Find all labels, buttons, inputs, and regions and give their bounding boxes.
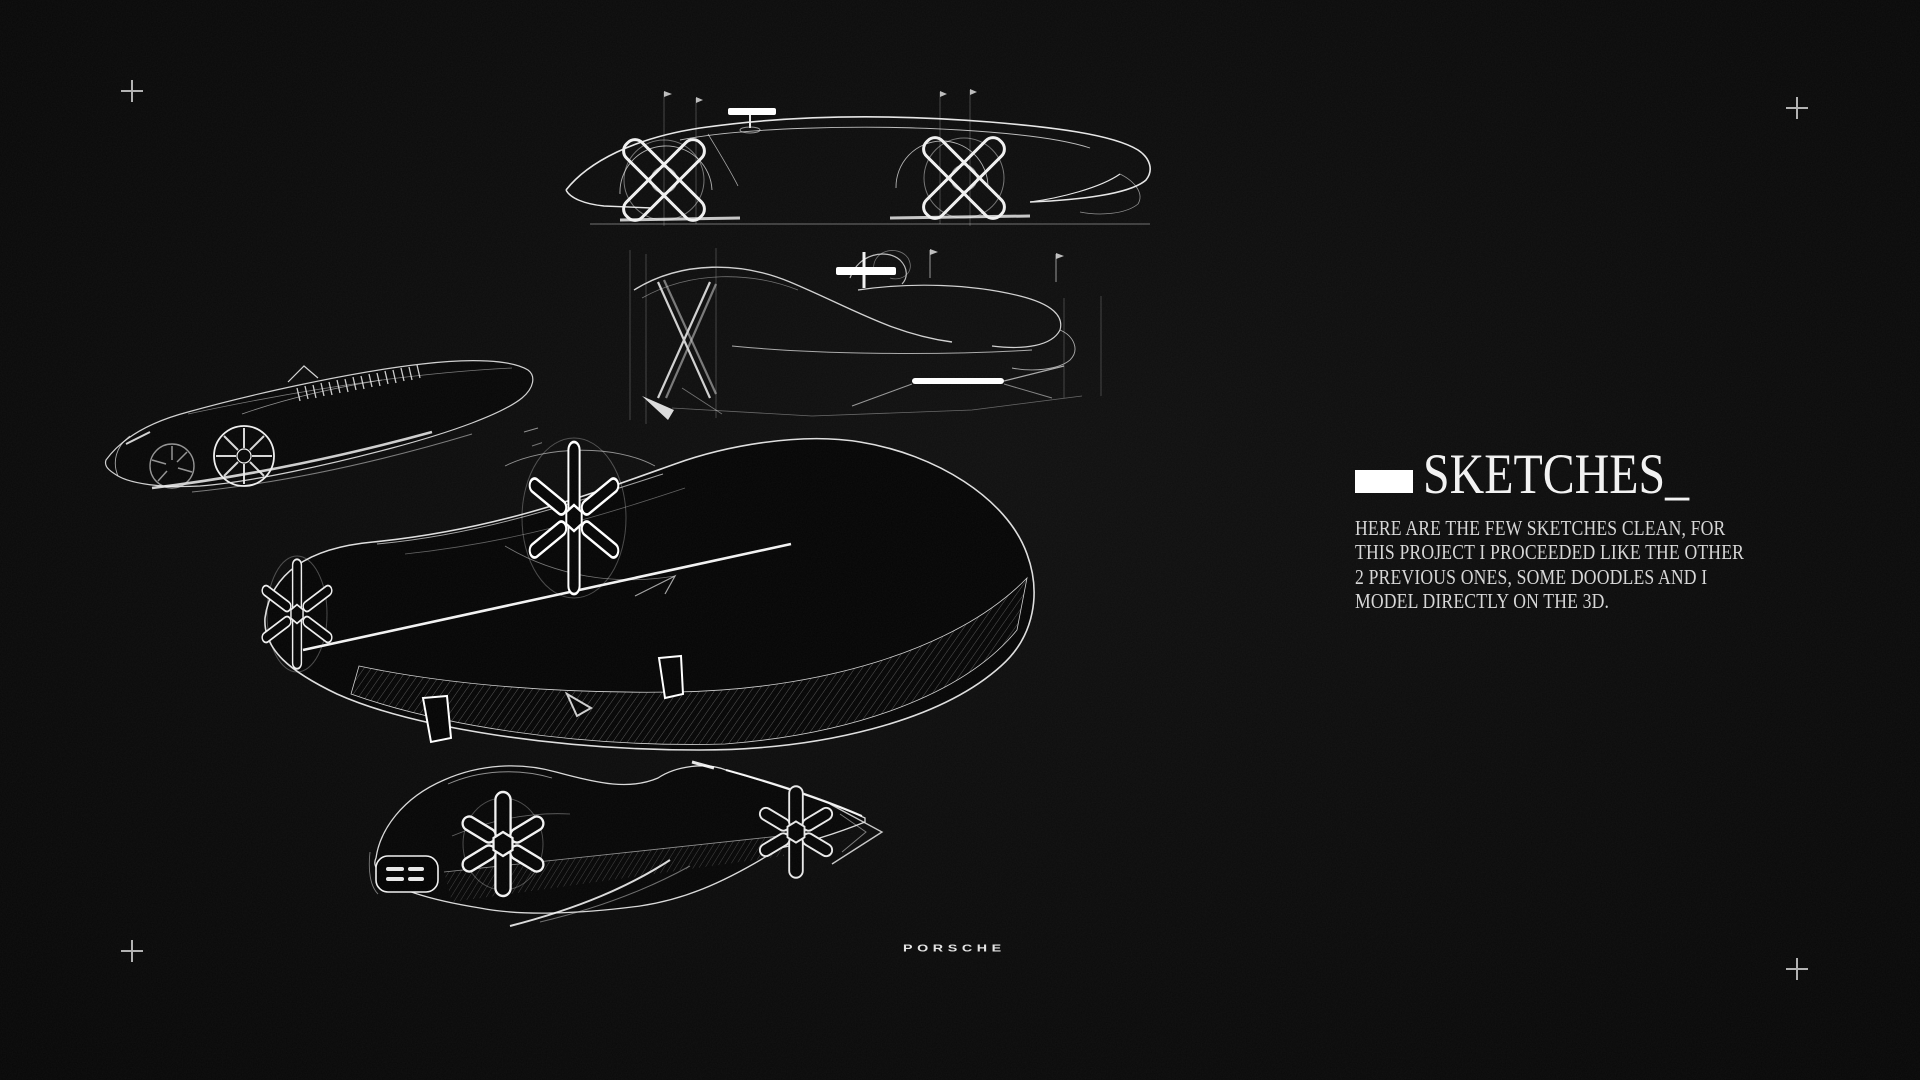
registration-cross-icon (1786, 97, 1808, 119)
page-title: SKETCHES_ (1423, 443, 1690, 506)
pennant-flag-icon (930, 249, 1064, 259)
bright-marks (642, 252, 1004, 420)
front-grille (375, 855, 439, 893)
x-wheel-icon (656, 279, 718, 399)
sketch-line-side-view (565, 89, 1151, 227)
info-panel: SKETCHES_ HERE ARE THE FEW SKETCHES CLEA… (1355, 444, 1815, 614)
section-heading: SKETCHES_ (1355, 444, 1815, 506)
porsche-wordmark: PORSCHE (903, 942, 1006, 954)
description-line: MODEL DIRECTLY ON THE 3D. (1355, 589, 1610, 614)
title-marker-rectangle (1355, 470, 1413, 494)
description-line: THIS PROJECT I PROCEEDED LIKE THE OTHER (1355, 540, 1745, 565)
sketch-rough-side-view (629, 248, 1102, 424)
sketch-large-render (259, 437, 1035, 751)
pennant-flag-icon (664, 89, 977, 103)
description-line: HERE ARE THE FEW SKETCHES CLEAN, FOR (1355, 515, 1726, 540)
registration-cross-icon (1786, 958, 1808, 980)
description-paragraph: HERE ARE THE FEW SKETCHES CLEAN, FOR THI… (1355, 515, 1745, 614)
description-line: 2 PREVIOUS ONES, SOME DOODLES AND I (1355, 564, 1708, 589)
sketch-side-render (368, 760, 884, 927)
registration-cross-icon (121, 80, 143, 102)
registration-cross-icon (121, 940, 143, 962)
